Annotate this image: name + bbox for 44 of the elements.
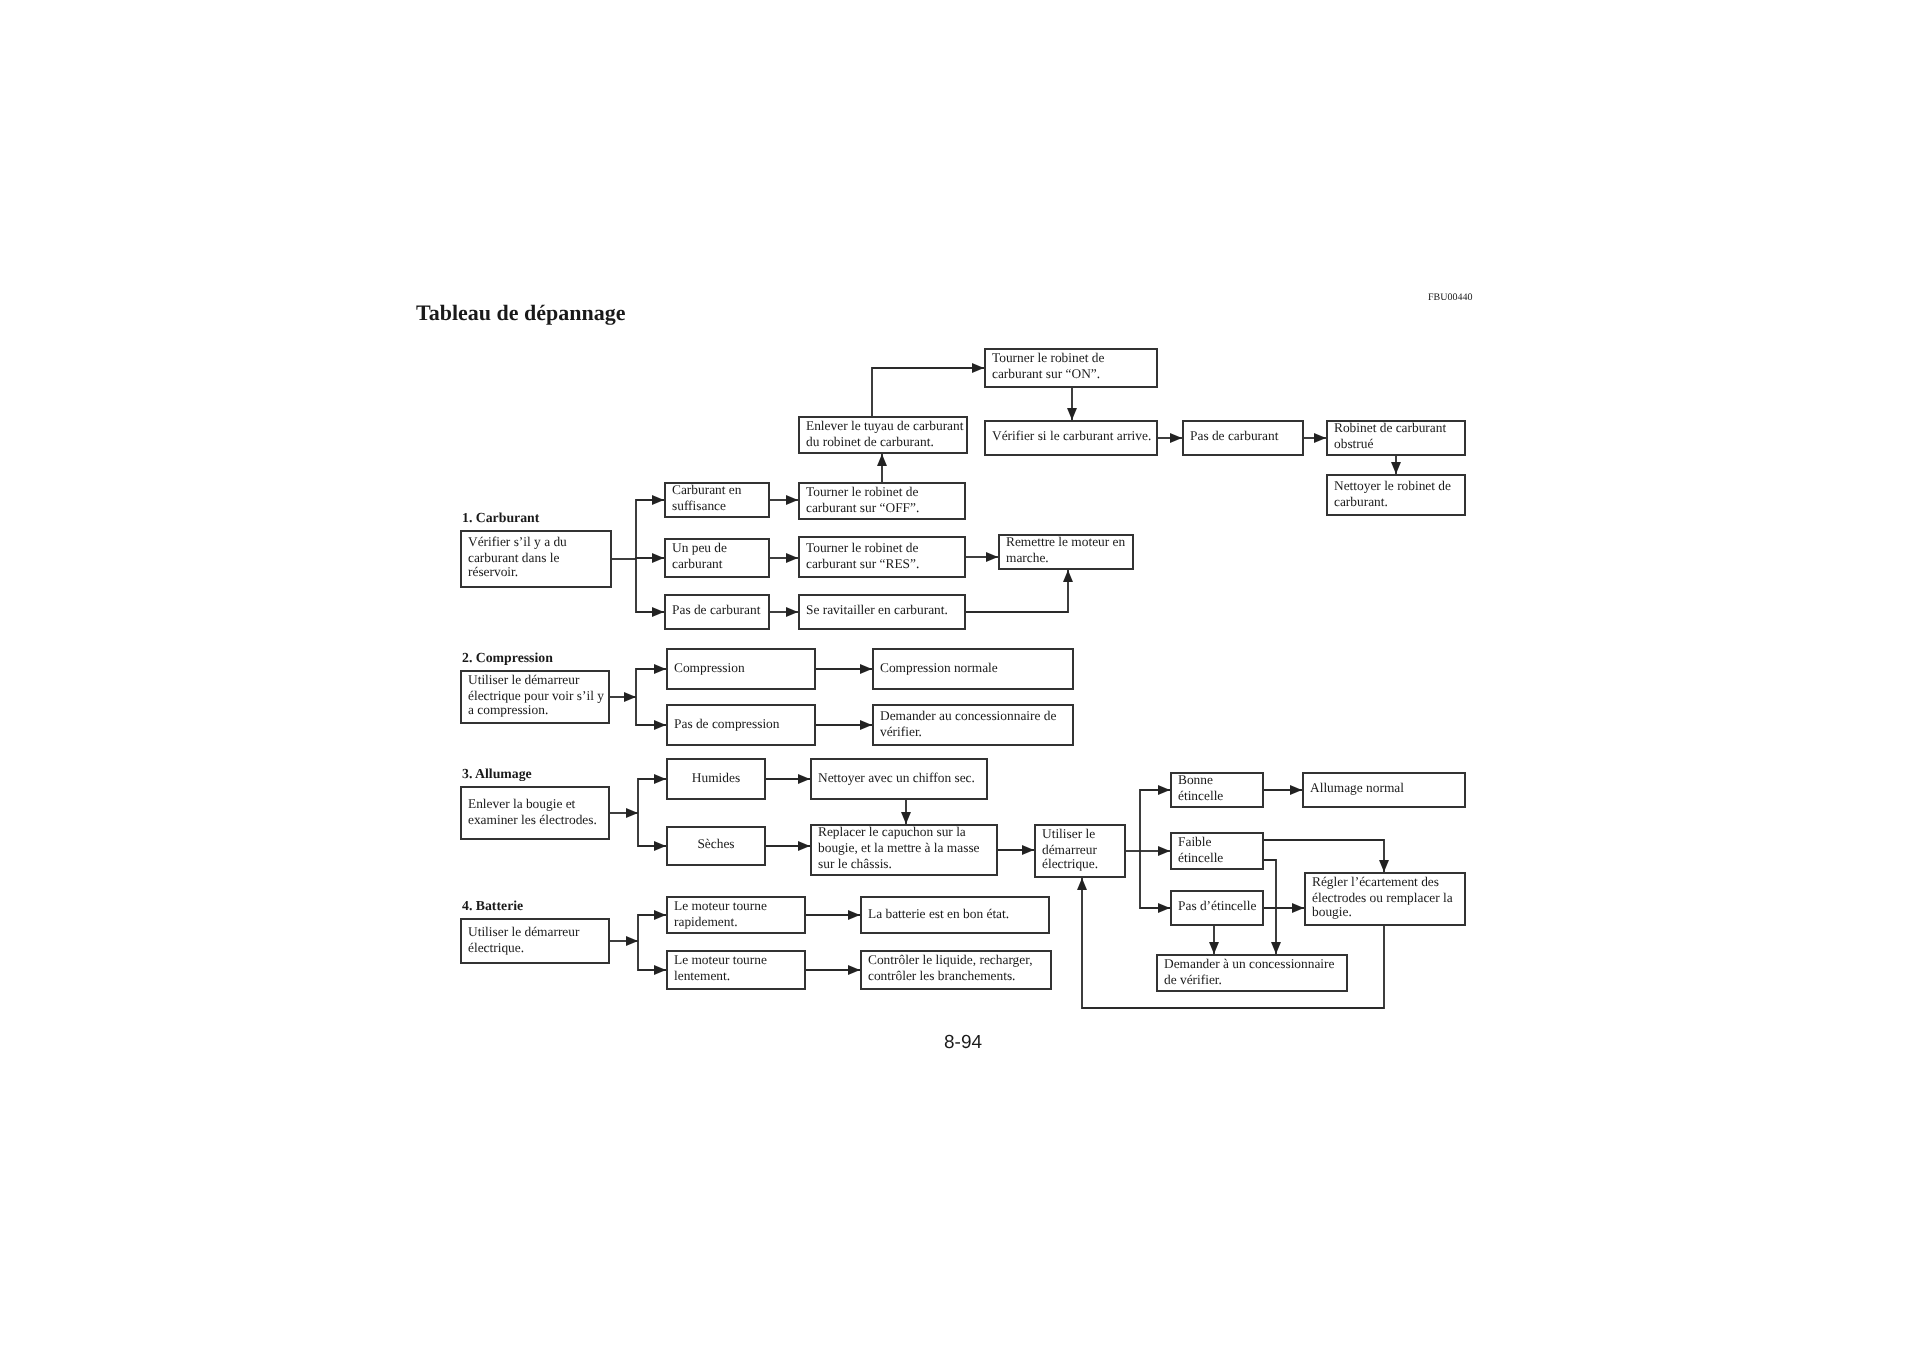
- connector-line: [1125, 850, 1141, 852]
- arrow: [1263, 785, 1303, 795]
- arrow: [1139, 846, 1171, 856]
- arrow: [815, 720, 873, 730]
- arrow: [765, 841, 811, 851]
- arrow: [1263, 903, 1305, 913]
- connector-line: [611, 558, 637, 560]
- arrow: [1263, 859, 1281, 955]
- arrow: [637, 812, 667, 851]
- arrow: [609, 692, 637, 702]
- title: Tableau de dépannage: [416, 302, 626, 328]
- arrow: [877, 453, 887, 483]
- arrow: [1263, 839, 1389, 873]
- arrow: [997, 845, 1035, 855]
- arrow: [1139, 850, 1171, 913]
- arrow: [609, 808, 639, 818]
- arrow: [1303, 433, 1327, 443]
- arrow: [1067, 387, 1077, 421]
- arrow: [635, 553, 665, 563]
- arrow: [769, 553, 799, 563]
- arrow: [637, 940, 667, 975]
- page-number: 8-94: [944, 1032, 983, 1054]
- arrow: [635, 696, 667, 730]
- arrow: [609, 936, 639, 946]
- arrow: [1157, 433, 1183, 443]
- arrow: [815, 664, 873, 674]
- arrow: [637, 774, 667, 814]
- arrow: [1391, 455, 1401, 475]
- arrow: [965, 552, 999, 562]
- arrow: [1139, 785, 1171, 852]
- arrow: [871, 363, 985, 417]
- arrow: [635, 664, 667, 698]
- arrow: [901, 799, 911, 825]
- arrow: [769, 607, 799, 617]
- arrow: [805, 910, 861, 920]
- arrow: [1209, 925, 1219, 955]
- arrow: [637, 910, 667, 942]
- arrow: [635, 558, 665, 617]
- arrow: [769, 495, 799, 505]
- arrow: [965, 569, 1073, 613]
- arrow: [1077, 877, 1385, 1009]
- arrow: [635, 495, 665, 560]
- arrow: [805, 965, 861, 975]
- arrow: [765, 774, 811, 784]
